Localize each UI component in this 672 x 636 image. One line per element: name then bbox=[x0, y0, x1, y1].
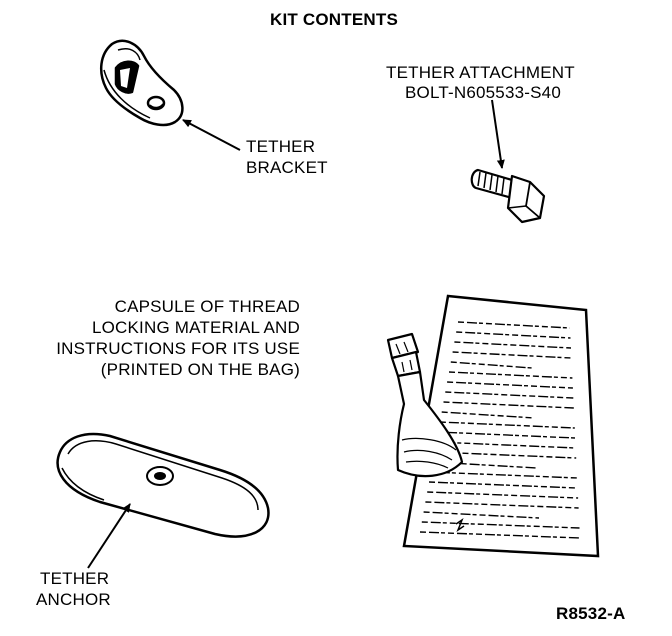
capsule-illustration bbox=[386, 332, 464, 478]
sheet-text-line bbox=[443, 401, 574, 409]
tether-bolt-arrow bbox=[491, 99, 505, 169]
sheet-text-line bbox=[457, 321, 571, 329]
sheet-text-line bbox=[450, 361, 532, 369]
sheet-text-line bbox=[425, 501, 579, 509]
sheet-text-line bbox=[452, 351, 572, 359]
sheet-text-line bbox=[441, 411, 535, 419]
tether-bracket-label-line-1: TETHER bbox=[246, 137, 316, 156]
tether-bolt-label-line-2: BOLT-N605533-S40 bbox=[405, 83, 561, 102]
capsule-label-line-2: LOCKING MATERIAL AND bbox=[91, 318, 300, 337]
sheet-text-line bbox=[419, 531, 581, 539]
sheet-text-line bbox=[430, 471, 578, 479]
tether-anchor-arrow bbox=[87, 503, 131, 569]
sheet-text-line bbox=[445, 391, 574, 399]
sheet-text-line bbox=[456, 331, 571, 339]
tether-bracket-label-line-2: BRACKET bbox=[246, 158, 328, 177]
tether-bracket-illustration bbox=[99, 39, 184, 127]
sheet-text-line bbox=[436, 441, 576, 449]
tether-bolt-illustration bbox=[470, 168, 546, 224]
diagram-title: KIT CONTENTS bbox=[270, 10, 399, 29]
capsule-label-line-4: (PRINTED ON THE BAG) bbox=[100, 360, 300, 379]
capsule-label-line-1: CAPSULE OF THREAD bbox=[114, 297, 300, 316]
sheet-text-line bbox=[439, 421, 575, 429]
tether-bolt-label-line-1: TETHER ATTACHMENT bbox=[386, 63, 575, 82]
sheet-text-line bbox=[454, 341, 572, 349]
tether-anchor-label-line-1: TETHER bbox=[40, 569, 110, 588]
sheet-text-line bbox=[438, 431, 576, 439]
sheet-text-line bbox=[448, 371, 573, 379]
tether-bracket-arrow bbox=[182, 119, 241, 151]
sheet-text-line bbox=[428, 481, 578, 489]
figure-code: R8532-A bbox=[556, 604, 626, 623]
tether-anchor-illustration bbox=[56, 432, 270, 538]
capsule-label-line-3: INSTRUCTIONS FOR ITS USE bbox=[56, 339, 300, 358]
instruction-sheet-illustration bbox=[402, 294, 600, 558]
sheet-text-line bbox=[423, 511, 540, 519]
tether-anchor-label-line-2: ANCHOR bbox=[36, 590, 111, 609]
sheet-text-line bbox=[421, 521, 580, 529]
sheet-text-line bbox=[427, 491, 579, 499]
